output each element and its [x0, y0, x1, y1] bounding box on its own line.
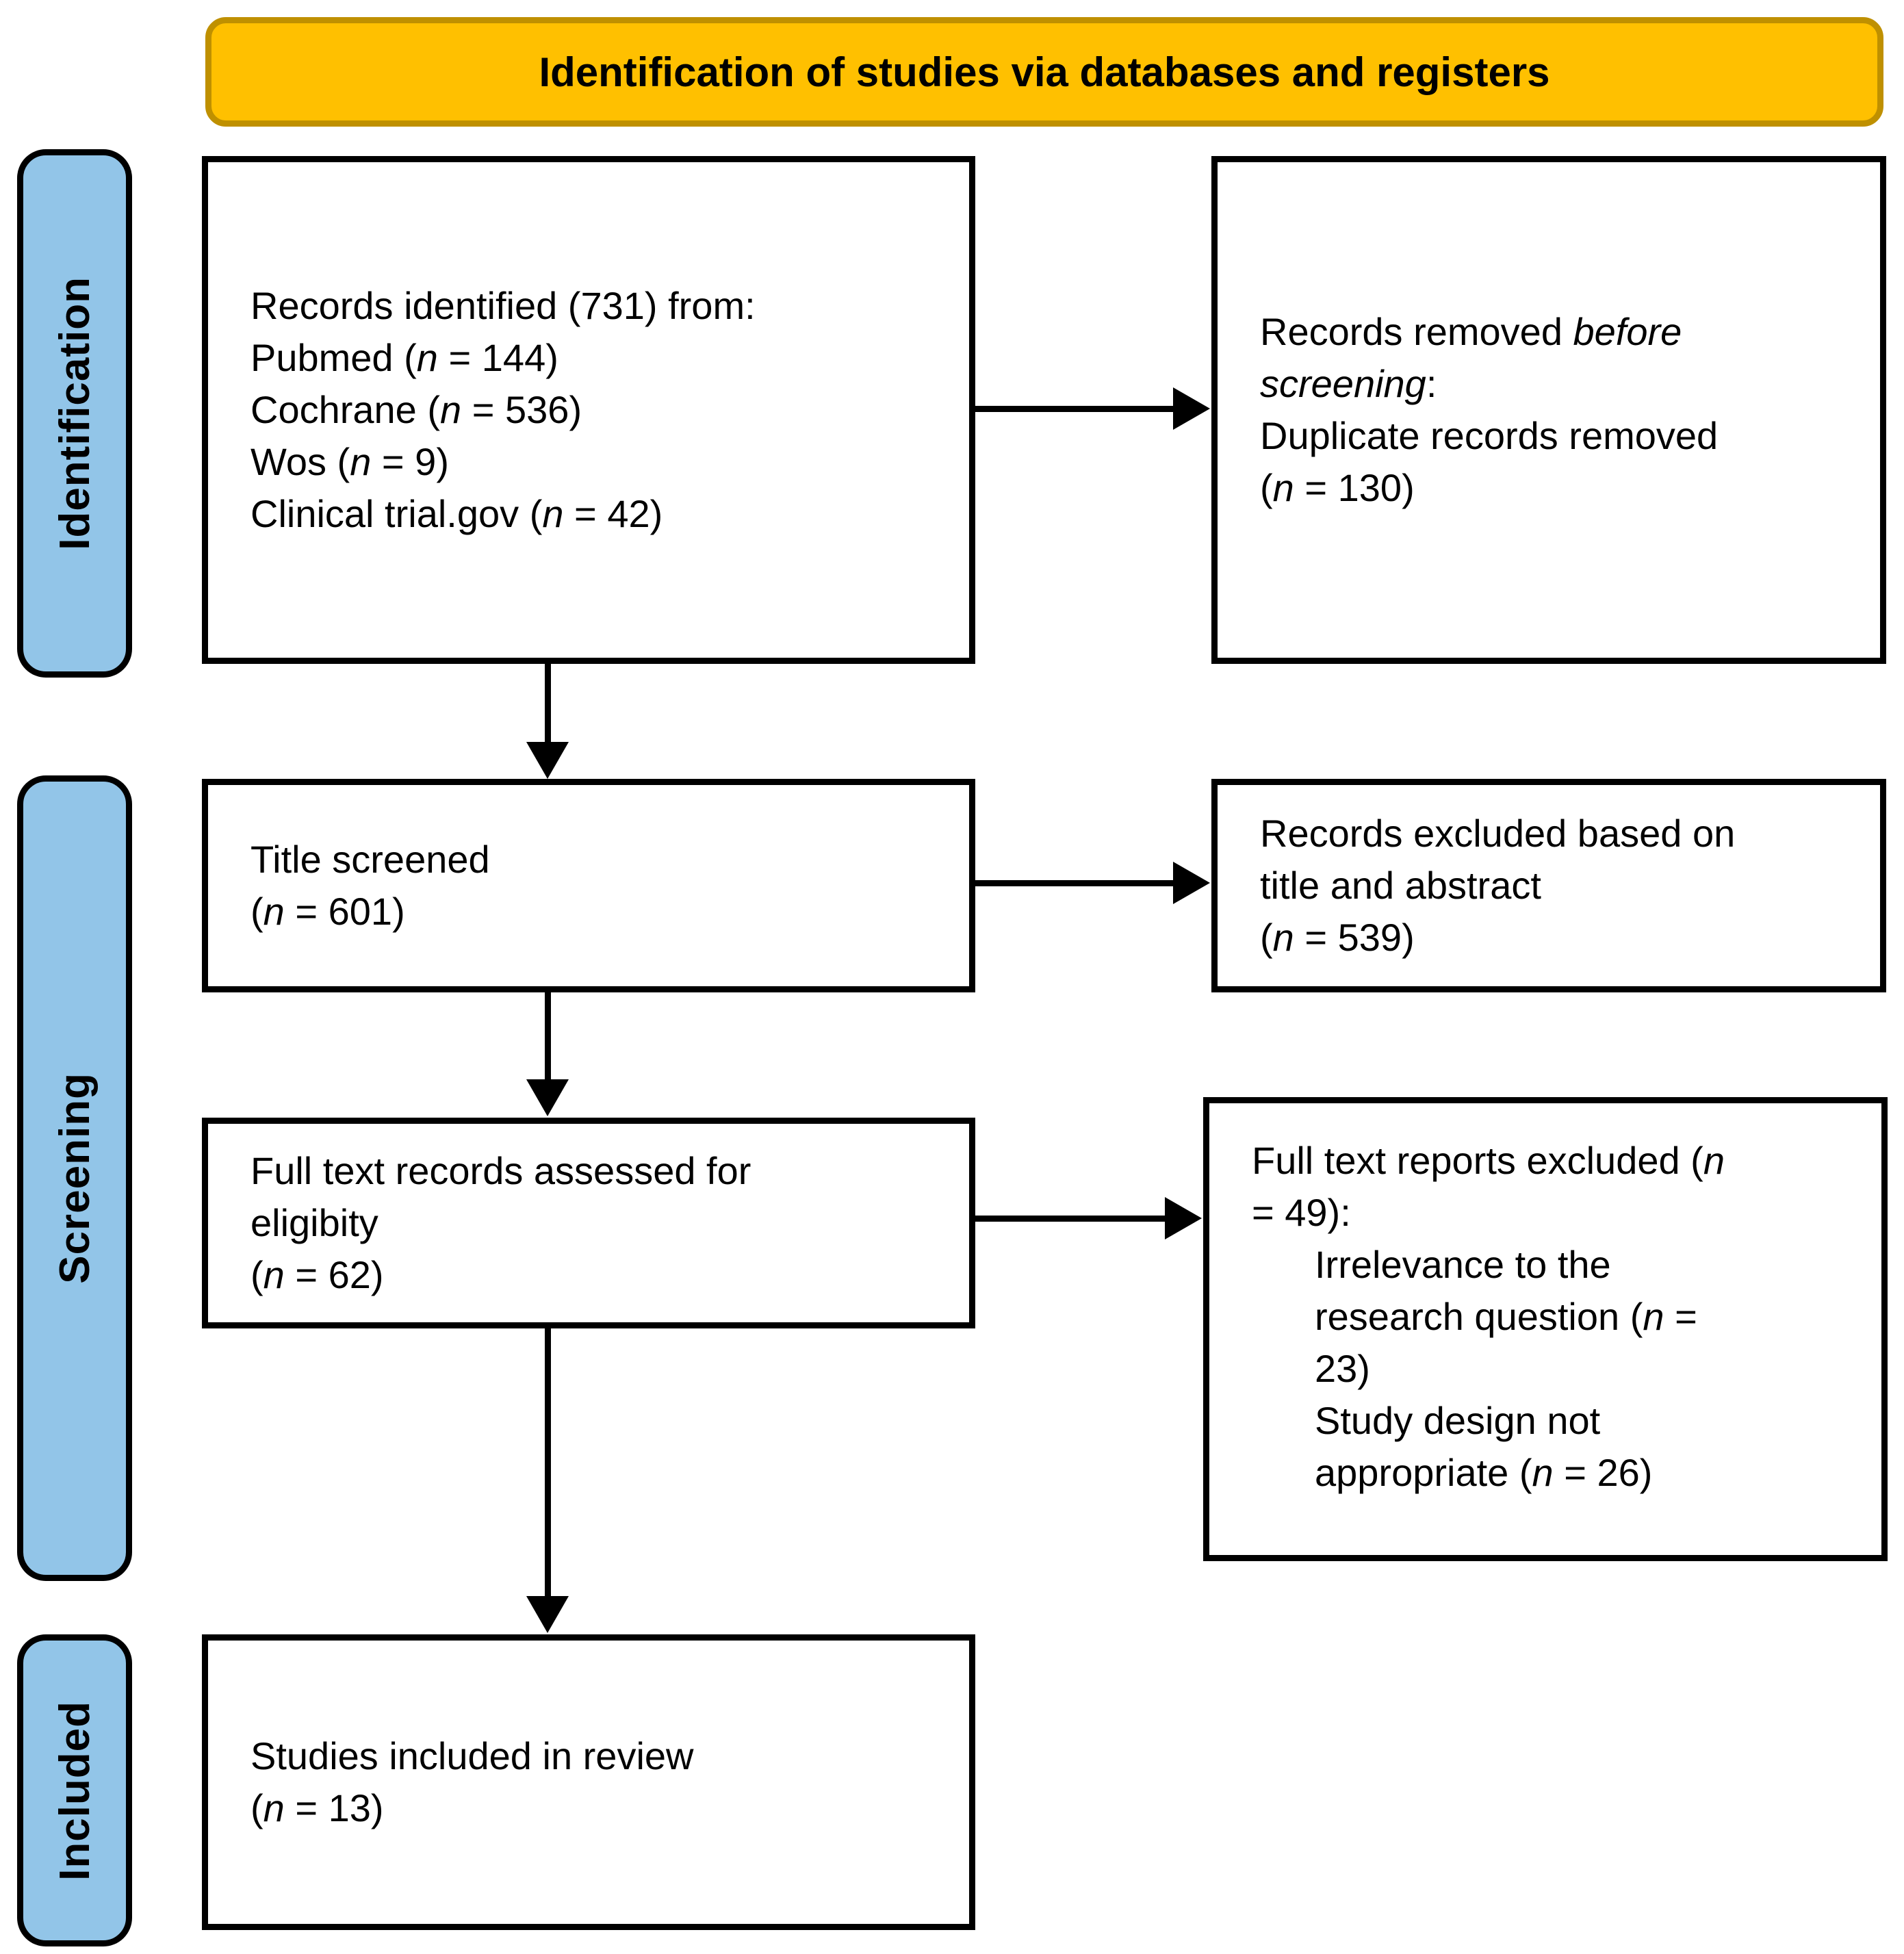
- flow-title: Identification of studies via databases …: [539, 49, 1550, 95]
- stage-label-screening-text: Screening: [51, 1072, 99, 1284]
- stage-label-identification-text: Identification: [51, 277, 99, 550]
- box-full-text-reports-excluded: Full text reports excluded (n= 49):Irrel…: [1203, 1097, 1888, 1561]
- stage-label-screening: Screening: [17, 775, 132, 1581]
- arrow-head-down-icon: [526, 1079, 569, 1116]
- arrow-head-down-icon: [526, 742, 569, 779]
- box-studies-included-in-review: Studies included in review(n = 13): [202, 1634, 975, 1930]
- arrow-shaft: [545, 661, 551, 745]
- box-records-identified: Records identified (731) from:Pubmed (n …: [202, 156, 975, 664]
- stage-label-included-text: Included: [51, 1700, 99, 1881]
- arrow-head-right-icon: [1165, 1197, 1202, 1239]
- arrow-shaft: [545, 1326, 551, 1600]
- arrow-shaft: [975, 1216, 1167, 1222]
- arrow-shaft: [545, 990, 551, 1082]
- arrow-head-down-icon: [526, 1596, 569, 1633]
- arrow-head-right-icon: [1173, 387, 1210, 430]
- arrow-shaft: [975, 880, 1175, 886]
- stage-label-identification: Identification: [17, 149, 132, 678]
- box-title-screened: Title screened(n = 601): [202, 779, 975, 992]
- stage-label-included: Included: [17, 1634, 132, 1946]
- arrow-shaft: [975, 406, 1175, 412]
- flow-title-banner: Identification of studies via databases …: [205, 17, 1883, 127]
- arrow-head-right-icon: [1173, 862, 1210, 904]
